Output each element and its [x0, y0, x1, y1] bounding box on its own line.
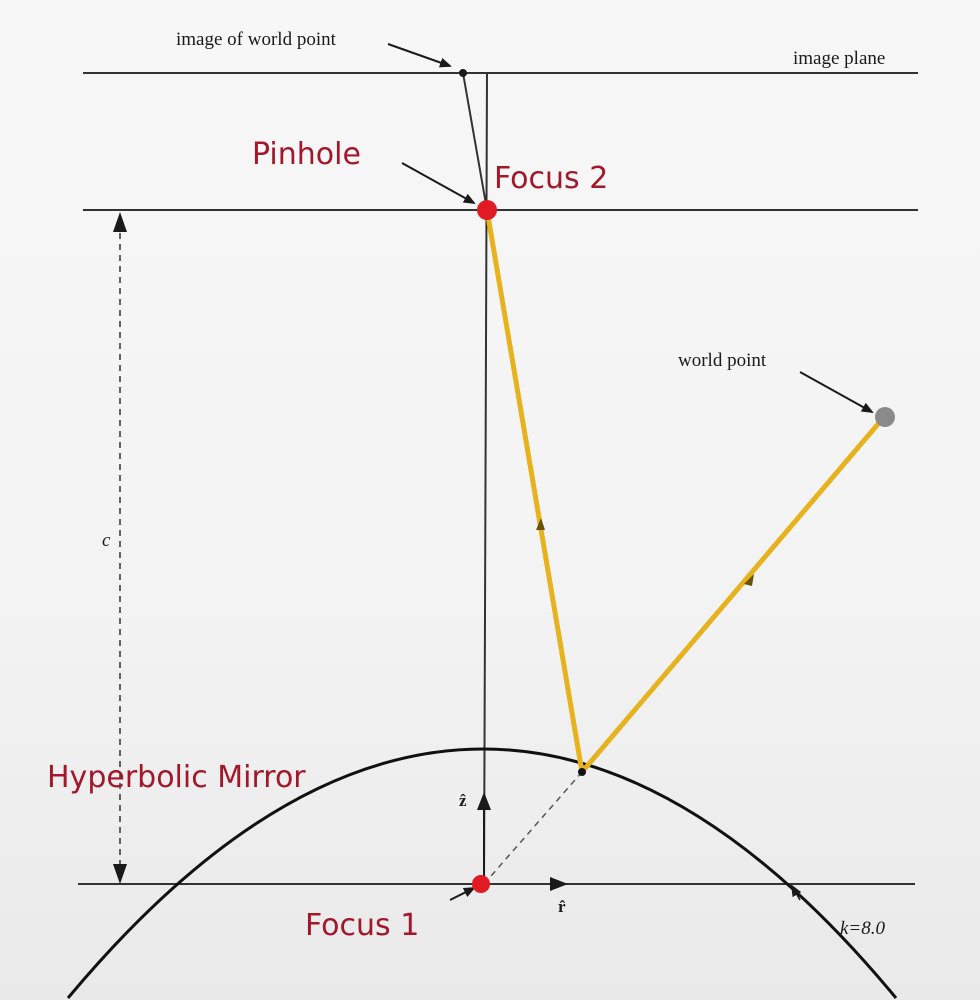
image-point-dot — [459, 69, 467, 77]
focus1-to-reflection-dashed — [483, 771, 583, 885]
world-point-pointer — [799, 371, 874, 413]
focus1-point — [472, 875, 490, 893]
c-arrow-down — [113, 864, 127, 884]
focus2-label: Focus 2 — [494, 161, 608, 196]
z-hat-arrowhead — [477, 792, 491, 810]
world-point-dot — [875, 407, 895, 427]
hyperbolic-mirror-curve — [66, 747, 898, 999]
incoming-ray — [579, 414, 887, 775]
r-hat-label: r̂ — [558, 897, 566, 916]
reflected-ray-direction-mark — [536, 518, 545, 530]
image-of-world-point-pointer — [387, 43, 452, 68]
focus2-point — [477, 200, 497, 220]
c-label: c — [102, 530, 111, 551]
incoming-ray-direction-mark — [744, 574, 754, 586]
k-pointer — [791, 884, 802, 901]
hyperbolic-mirror-label: Hyperbolic Mirror — [47, 760, 306, 795]
z-hat-label: ẑ — [459, 791, 467, 810]
pinhole-label: Pinhole — [252, 137, 361, 172]
image-ray — [462, 72, 488, 211]
focus1-label: Focus 1 — [305, 908, 419, 943]
c-arrow-up — [113, 212, 127, 232]
image-plane-label: image plane — [793, 48, 885, 69]
focus1-pointer — [449, 887, 476, 901]
k-value-label: k=8.0 — [840, 918, 886, 939]
image-of-world-point-label: image of world point — [176, 29, 337, 50]
reflected-ray — [484, 207, 585, 775]
pinhole-pointer — [401, 162, 476, 204]
reflection-point — [578, 768, 586, 776]
r-hat-arrowhead — [550, 877, 568, 891]
world-point-label: world point — [678, 350, 767, 371]
